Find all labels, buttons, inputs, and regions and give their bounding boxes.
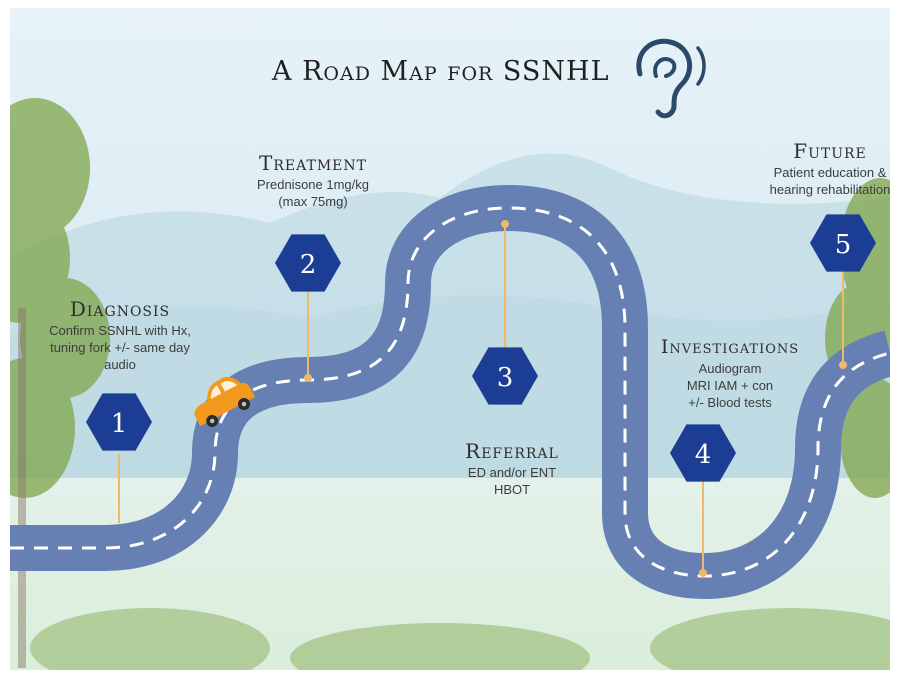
- foreground-shrubs: [30, 608, 890, 670]
- stage-2-pin: [304, 290, 312, 382]
- stage-3-pin: [501, 220, 509, 353]
- stage-2-marker: 2: [275, 234, 341, 292]
- stage-5-marker: 5: [810, 214, 876, 272]
- stage-1-line-1: Confirm SSNHL with Hx,: [49, 323, 191, 338]
- stage-3-line-2: HBOT: [493, 482, 531, 497]
- ear-icon: [636, 38, 706, 119]
- stage-3-line-1: ED and/or ENT: [467, 465, 557, 480]
- stage-4-line-3: +/- Blood tests: [688, 395, 772, 410]
- stage-5-pin: [839, 270, 847, 369]
- stage-4-line-2: MRI IAM + con: [686, 378, 774, 393]
- stage-2-heading: Treatment: [259, 151, 367, 175]
- stage-2-line-1: Prednisone 1mg/kg: [256, 177, 369, 192]
- stage-4-line-1: Audiogram: [698, 361, 762, 376]
- stage-3-number: 3: [497, 363, 514, 393]
- stage-1-line-2: tuning fork +/- same day: [50, 340, 190, 355]
- stage-2-label: Treatment Prednisone 1mg/kg (max 75mg): [228, 150, 398, 210]
- stage-5-number: 5: [835, 230, 852, 260]
- roadmap-infographic: 1 2 3 4 5: [10, 8, 890, 670]
- stage-1-marker: 1: [86, 393, 152, 451]
- stage-5-label: Future Patient education & hearing rehab…: [755, 138, 890, 198]
- stage-3-label: Referral ED and/or ENT HBOT: [432, 438, 592, 498]
- left-trees: [10, 98, 110, 668]
- page-title: A Road Map for SSNHL: [272, 56, 610, 87]
- stage-1-heading: Diagnosis: [69, 297, 171, 321]
- stage-1-line-3: audio: [104, 357, 136, 372]
- roadmap-scene: 1 2 3 4 5: [10, 8, 890, 670]
- stage-3-marker: 3: [472, 347, 538, 405]
- stage-2-number: 2: [300, 250, 317, 280]
- road-centerline: [10, 206, 890, 578]
- stage-4-number: 4: [695, 440, 712, 470]
- stage-3-heading: Referral: [465, 439, 559, 463]
- stage-4-label: Investigations Audiogram MRI IAM + con +…: [630, 334, 830, 411]
- stage-4-pin: [699, 480, 707, 577]
- stage-2-line-2: (max 75mg): [278, 194, 348, 209]
- car-icon: [194, 376, 256, 427]
- stage-1-label: Diagnosis Confirm SSNHL with Hx, tuning …: [20, 296, 220, 373]
- stage-4-heading: Investigations: [660, 336, 800, 358]
- stage-4-marker: 4: [670, 424, 736, 482]
- stage-5-line-1: Patient education &: [773, 165, 887, 180]
- stage-5-line-2: hearing rehabilitation: [769, 182, 890, 197]
- stage-5-heading: Future: [793, 139, 867, 163]
- stage-1-number: 1: [111, 409, 128, 439]
